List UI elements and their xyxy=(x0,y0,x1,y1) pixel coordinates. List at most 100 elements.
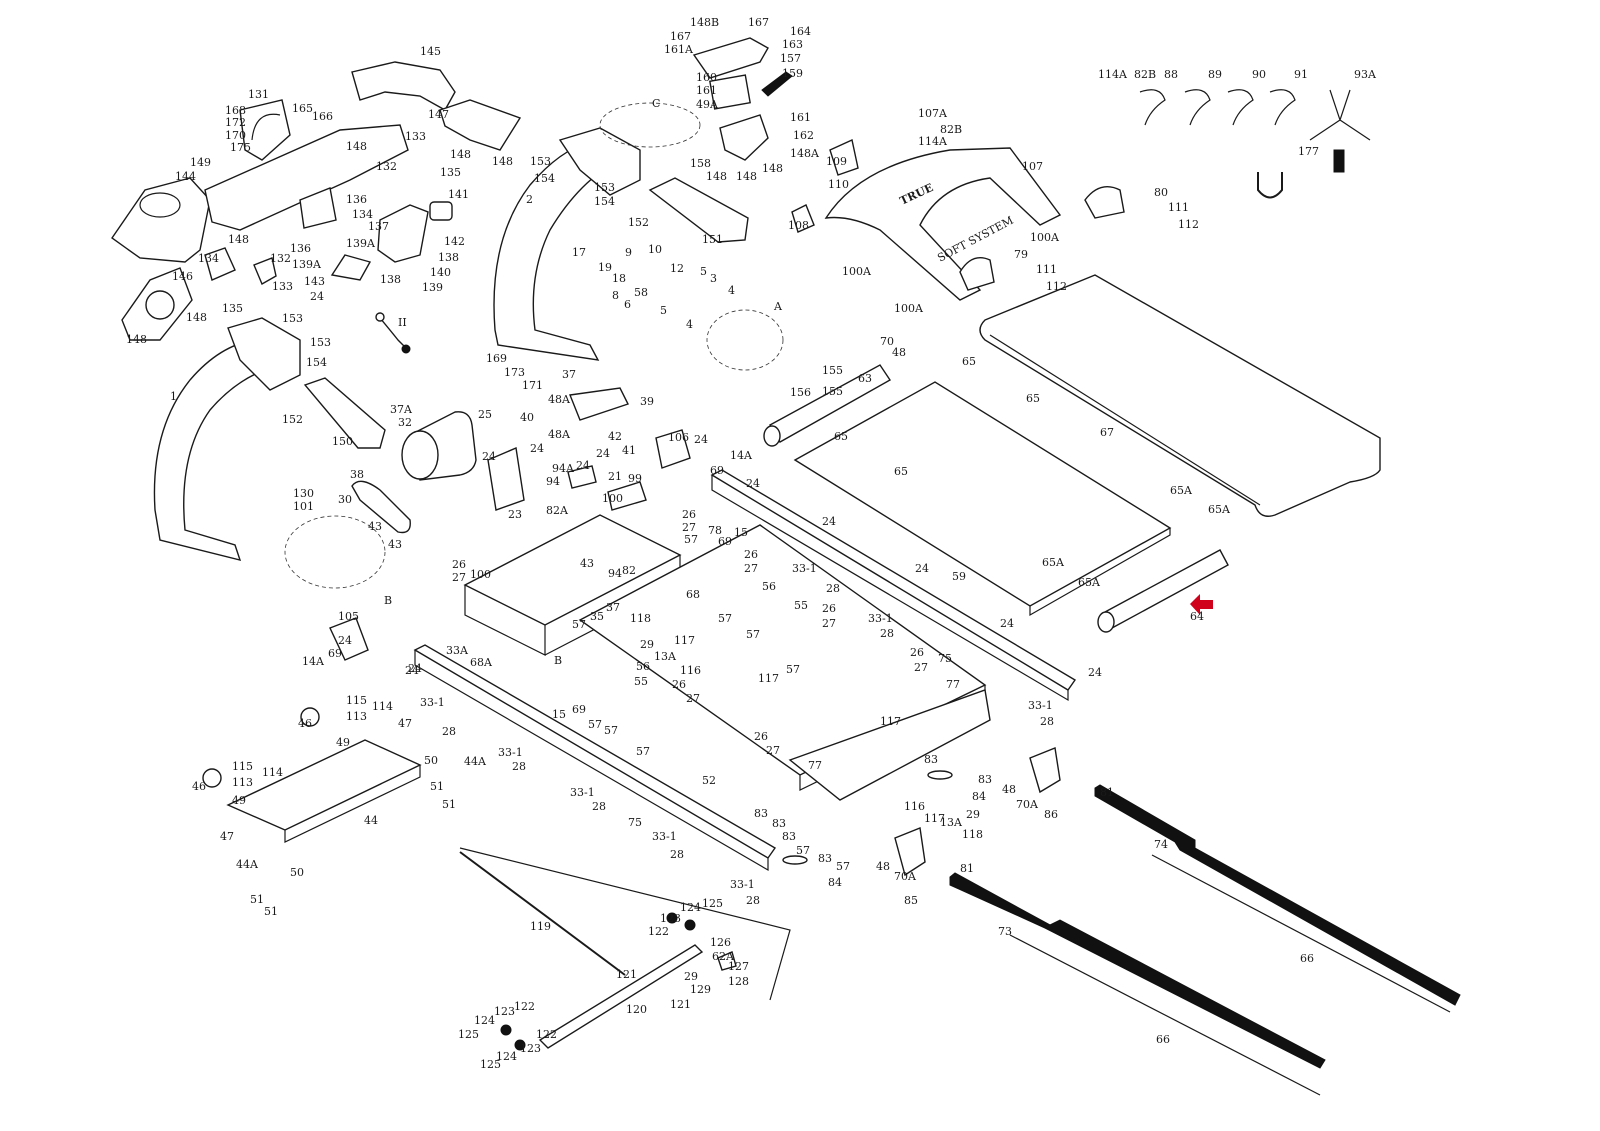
part-callout-124: 124 xyxy=(496,1050,517,1063)
part-callout-145: 145 xyxy=(420,45,441,58)
part-callout-83: 83 xyxy=(978,773,992,786)
part-callout-148B: 148B xyxy=(690,16,719,29)
leveling-assembly xyxy=(459,847,791,1051)
part-callout-122: 122 xyxy=(648,925,669,938)
arrow-left-icon xyxy=(1190,594,1213,615)
part-callout-28: 28 xyxy=(592,800,606,813)
part-callout-117: 117 xyxy=(674,634,695,647)
part-callout-27: 27 xyxy=(686,692,700,705)
part-callout-114A: 114A xyxy=(918,135,948,148)
part-callout-55: 55 xyxy=(634,675,648,688)
part-callout-24: 24 xyxy=(1088,666,1102,679)
part-callout-67: 67 xyxy=(1100,426,1114,439)
part-callout-86: 86 xyxy=(1044,808,1058,821)
part-callout-125: 125 xyxy=(702,897,723,910)
part-callout-158: 158 xyxy=(690,157,711,170)
part-callout-70A: 70A xyxy=(1016,798,1039,811)
part-callout-119: 119 xyxy=(530,920,551,933)
part-callout-105: 105 xyxy=(338,610,359,623)
part-callout-70A: 70A xyxy=(894,870,917,883)
part-callout-47: 47 xyxy=(220,830,234,843)
part-callout-49: 49 xyxy=(336,736,350,749)
part-callout-148: 148 xyxy=(228,233,249,246)
part-callout-142: 142 xyxy=(444,235,465,248)
part-callout-65A: 65A xyxy=(1170,484,1193,497)
part-callout-84: 84 xyxy=(828,876,842,889)
part-callout-148: 148 xyxy=(126,333,147,346)
part-callout-148A: 148A xyxy=(790,147,820,160)
part-callout-57: 57 xyxy=(746,628,760,641)
part-callout-49A: 49A xyxy=(696,98,719,111)
part-callout-B: B xyxy=(384,594,392,607)
part-callout-27: 27 xyxy=(682,521,696,534)
part-callout-51: 51 xyxy=(442,798,456,811)
part-callout-57: 57 xyxy=(796,844,810,857)
part-callout-17: 17 xyxy=(572,246,586,259)
part-callout-65A: 65A xyxy=(1042,556,1065,569)
part-callout-100: 100 xyxy=(602,492,623,505)
part-callout-172: 172 xyxy=(225,116,246,129)
part-callout-78: 78 xyxy=(708,524,722,537)
part-callout-55: 55 xyxy=(794,599,808,612)
part-callout-163: 163 xyxy=(782,38,803,51)
part-callout-139A: 139A xyxy=(292,258,322,271)
part-callout-48A: 48A xyxy=(548,393,571,406)
part-callout-69: 69 xyxy=(572,703,586,716)
part-callout-24: 24 xyxy=(408,662,422,675)
part-callout-48: 48 xyxy=(1002,783,1016,796)
part-callout-65: 65 xyxy=(1026,392,1040,405)
part-callout-75: 75 xyxy=(628,816,642,829)
part-callout-121: 121 xyxy=(616,968,637,981)
part-callout-173: 173 xyxy=(504,366,525,379)
part-callout-94: 94 xyxy=(546,475,560,488)
part-callout-77: 77 xyxy=(808,759,822,772)
part-callout-48A: 48A xyxy=(548,428,571,441)
part-callout-165: 165 xyxy=(292,102,313,115)
part-callout-42: 42 xyxy=(608,430,622,443)
part-callout-27: 27 xyxy=(822,617,836,630)
part-callout-148: 148 xyxy=(450,148,471,161)
part-callout-46: 46 xyxy=(192,780,206,793)
part-callout-126: 126 xyxy=(710,936,731,949)
part-callout-65: 65 xyxy=(962,355,976,368)
part-callout-24: 24 xyxy=(530,442,544,455)
part-callout-28: 28 xyxy=(442,725,456,738)
part-callout-C: C xyxy=(652,97,660,110)
part-callout-113: 113 xyxy=(232,776,253,789)
part-callout-26: 26 xyxy=(452,558,466,571)
part-callout-149: 149 xyxy=(190,156,211,169)
part-callout-175: 175 xyxy=(230,141,251,154)
part-callout-170: 170 xyxy=(225,129,246,142)
part-callout-69: 69 xyxy=(718,535,732,548)
part-callout-115: 115 xyxy=(232,760,253,773)
incline-frame xyxy=(202,617,422,843)
part-callout-111: 111 xyxy=(1036,263,1057,276)
part-callout-66: 66 xyxy=(1156,1033,1170,1046)
part-callout-94A: 94A xyxy=(552,462,575,475)
part-callout-148: 148 xyxy=(762,162,783,175)
part-callout-132: 132 xyxy=(270,252,291,265)
part-callout-83: 83 xyxy=(772,817,786,830)
part-callout-57: 57 xyxy=(684,533,698,546)
main-frame xyxy=(413,469,1077,872)
part-callout-114A: 114A xyxy=(1098,68,1128,81)
part-callout-33-1: 33-1 xyxy=(570,786,595,799)
console-body xyxy=(204,124,409,231)
part-callout-114: 114 xyxy=(262,766,283,779)
part-callout-151: 151 xyxy=(702,233,723,246)
part-callout-88: 88 xyxy=(1164,68,1178,81)
part-callout-141: 141 xyxy=(448,188,469,201)
part-callout-40: 40 xyxy=(520,411,534,424)
part-callout-147: 147 xyxy=(428,108,449,121)
part-callout-5: 5 xyxy=(660,304,667,317)
part-callout-125: 125 xyxy=(458,1028,479,1041)
part-callout-15: 15 xyxy=(734,526,748,539)
part-callout-169: 169 xyxy=(486,352,507,365)
part-callout-154: 154 xyxy=(594,195,615,208)
part-callout-19: 19 xyxy=(598,261,612,274)
part-callout-57: 57 xyxy=(786,663,800,676)
front-roller xyxy=(763,364,892,447)
part-callout-43: 43 xyxy=(388,538,402,551)
side-rail-right xyxy=(1094,784,1461,1006)
